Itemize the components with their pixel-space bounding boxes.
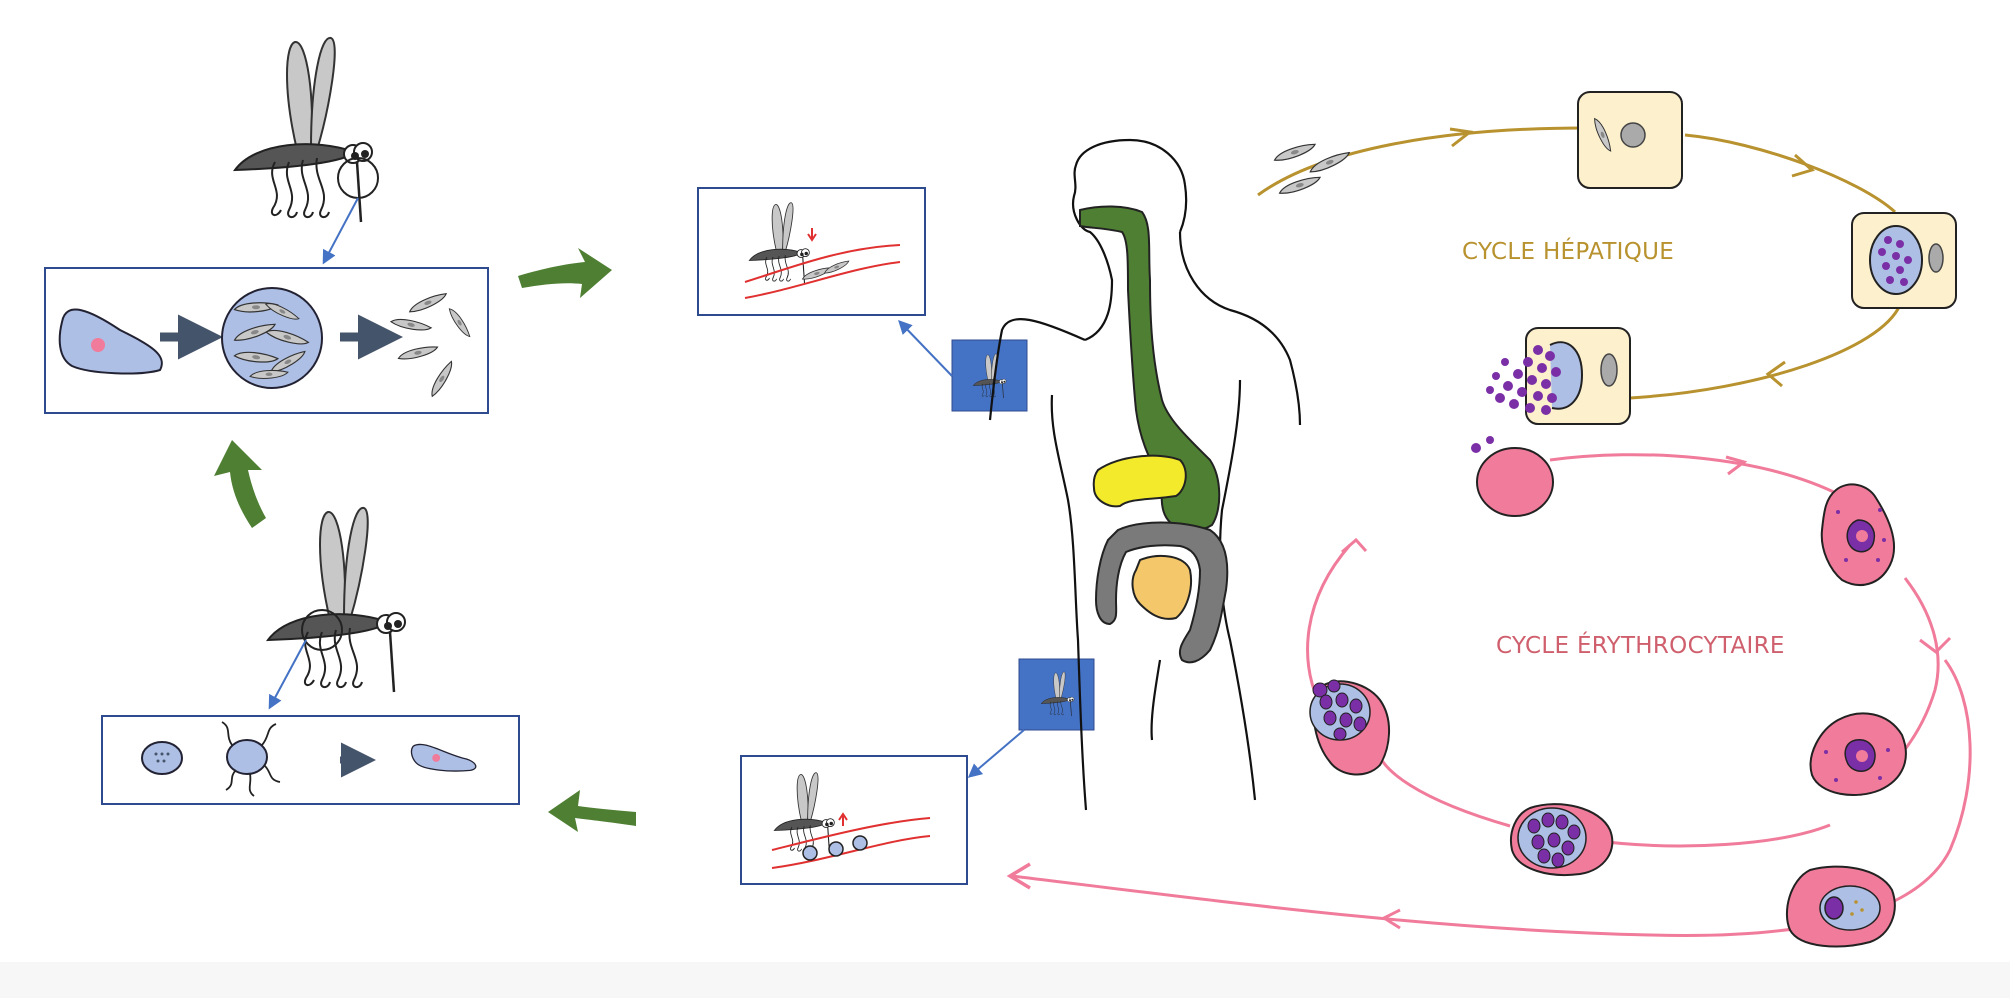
green-arrow-right-top: [518, 248, 612, 298]
small-intestine: [1131, 554, 1192, 620]
mosquito-top: [233, 36, 379, 224]
bite-box-bottom: [740, 755, 968, 885]
oocyst-icon: [221, 287, 323, 389]
mosquito-bottom: [266, 506, 407, 694]
bottom-band: [0, 962, 2010, 998]
ring-stage: [1820, 483, 1895, 586]
zoom-line-bottom: [268, 639, 307, 710]
schizont-stage: [1510, 803, 1614, 876]
hepatic-cycle: [1257, 91, 1957, 453]
blood-vessel-icon: [744, 244, 901, 283]
hepatic-cycle-label: CYCLE HÉPATIQUE: [1462, 239, 1675, 265]
bite-box-top: [697, 187, 926, 316]
fertilisation-box: [101, 715, 520, 805]
sporogony-box: [44, 267, 489, 414]
liver-cell-icon: [1577, 91, 1683, 189]
blue-square-top: [951, 339, 1028, 412]
green-arrow-up-left: [214, 440, 266, 528]
liver: [1092, 454, 1187, 508]
red-blood-cell-icon: [1476, 447, 1554, 517]
segmenter-stage: [1309, 679, 1391, 776]
trophozoite-stage: [1809, 712, 1907, 796]
gametocyte-stage: [1785, 865, 1896, 948]
zoom-line-center-bottom: [967, 729, 1025, 778]
gamete-icon: [221, 721, 281, 797]
green-arrow-left-bottom: [548, 790, 636, 832]
erythrocytic-cycle-label: CYCLE ÉRYTHROCYTAIRE: [1496, 633, 1785, 659]
liver-cell-schizont: [1851, 212, 1957, 309]
liver-cell-bursting: [1471, 327, 1631, 453]
large-intestine: [1094, 521, 1229, 664]
zoom-line-center-top: [898, 319, 953, 377]
zoom-line-top: [322, 197, 359, 265]
